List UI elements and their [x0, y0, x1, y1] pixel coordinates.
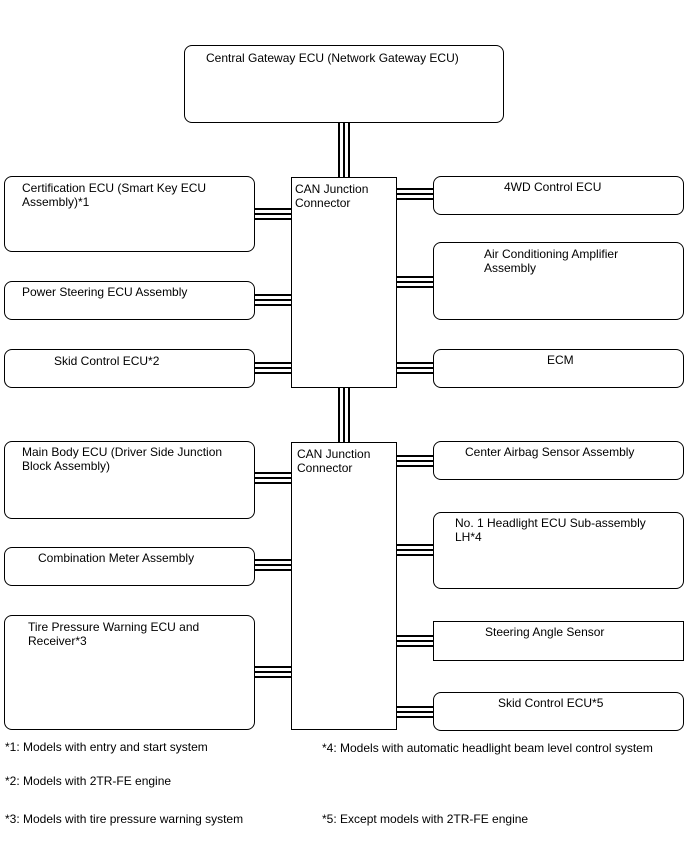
main-body-ecu-label: Main Body ECU (Driver Side Junction Bloc…	[22, 445, 223, 473]
footnote-3: *3: Models with tire pressure warning sy…	[5, 812, 244, 826]
ecm-label: ECM	[547, 353, 574, 367]
center-airbag-sensor-box: Center Airbag Sensor Assembly	[433, 441, 684, 480]
4wd-control-ecu-label: 4WD Control ECU	[504, 180, 602, 194]
ecm-box: ECM	[433, 349, 684, 388]
certification-ecu-label: Certification ECU (Smart Key ECU Assembl…	[22, 181, 207, 209]
4wd-control-ecu-box: 4WD Control ECU	[433, 176, 684, 215]
skid-control-ecu-5-label: Skid Control ECU*5	[498, 696, 604, 710]
skid-control-ecu-2-label: Skid Control ECU*2	[54, 354, 160, 368]
steering-angle-sensor-box: Steering Angle Sensor	[433, 621, 684, 661]
center-airbag-sensor-label: Center Airbag Sensor Assembly	[465, 445, 635, 459]
certification-ecu-box: Certification ECU (Smart Key ECU Assembl…	[4, 176, 255, 252]
skid-control-ecu-5-box: Skid Control ECU*5	[433, 692, 684, 731]
footnote-1: *1: Models with entry and start system	[5, 740, 208, 754]
headlight-ecu-label: No. 1 Headlight ECU Sub-assembly LH*4	[455, 516, 646, 544]
footnote-2: *2: Models with 2TR-FE engine	[5, 774, 172, 788]
power-steering-ecu-label: Power Steering ECU Assembly	[22, 285, 188, 299]
steering-angle-sensor-label: Steering Angle Sensor	[485, 625, 605, 639]
combination-meter-box: Combination Meter Assembly	[4, 547, 255, 586]
can-junction-connector-2-label: CAN Junction Connector	[297, 447, 371, 475]
tire-pressure-warning-ecu-label: Tire Pressure Warning ECU and Receiver*3	[28, 620, 200, 648]
air-conditioning-amplifier-box: Air Conditioning Amplifier Assembly	[433, 242, 684, 320]
combination-meter-label: Combination Meter Assembly	[38, 551, 195, 565]
main-body-ecu-box: Main Body ECU (Driver Side Junction Bloc…	[4, 441, 255, 519]
can-junction-connector-2: CAN Junction Connector	[291, 442, 397, 730]
footnote-5: *5: Except models with 2TR-FE engine	[322, 812, 529, 826]
air-conditioning-amplifier-label: Air Conditioning Amplifier Assembly	[484, 247, 619, 275]
central-gateway-ecu-box: Central Gateway ECU (Network Gateway ECU…	[184, 45, 504, 123]
headlight-ecu-box: No. 1 Headlight ECU Sub-assembly LH*4	[433, 512, 684, 589]
central-gateway-ecu-label: Central Gateway ECU (Network Gateway ECU…	[206, 51, 459, 65]
tire-pressure-warning-ecu-box: Tire Pressure Warning ECU and Receiver*3	[4, 615, 255, 730]
can-junction-connector-1: CAN Junction Connector	[291, 177, 397, 388]
can-junction-connector-1-label: CAN Junction Connector	[295, 182, 369, 210]
power-steering-ecu-box: Power Steering ECU Assembly	[4, 281, 255, 320]
skid-control-ecu-2-box: Skid Control ECU*2	[4, 349, 255, 388]
footnote-4: *4: Models with automatic headlight beam…	[322, 741, 653, 755]
